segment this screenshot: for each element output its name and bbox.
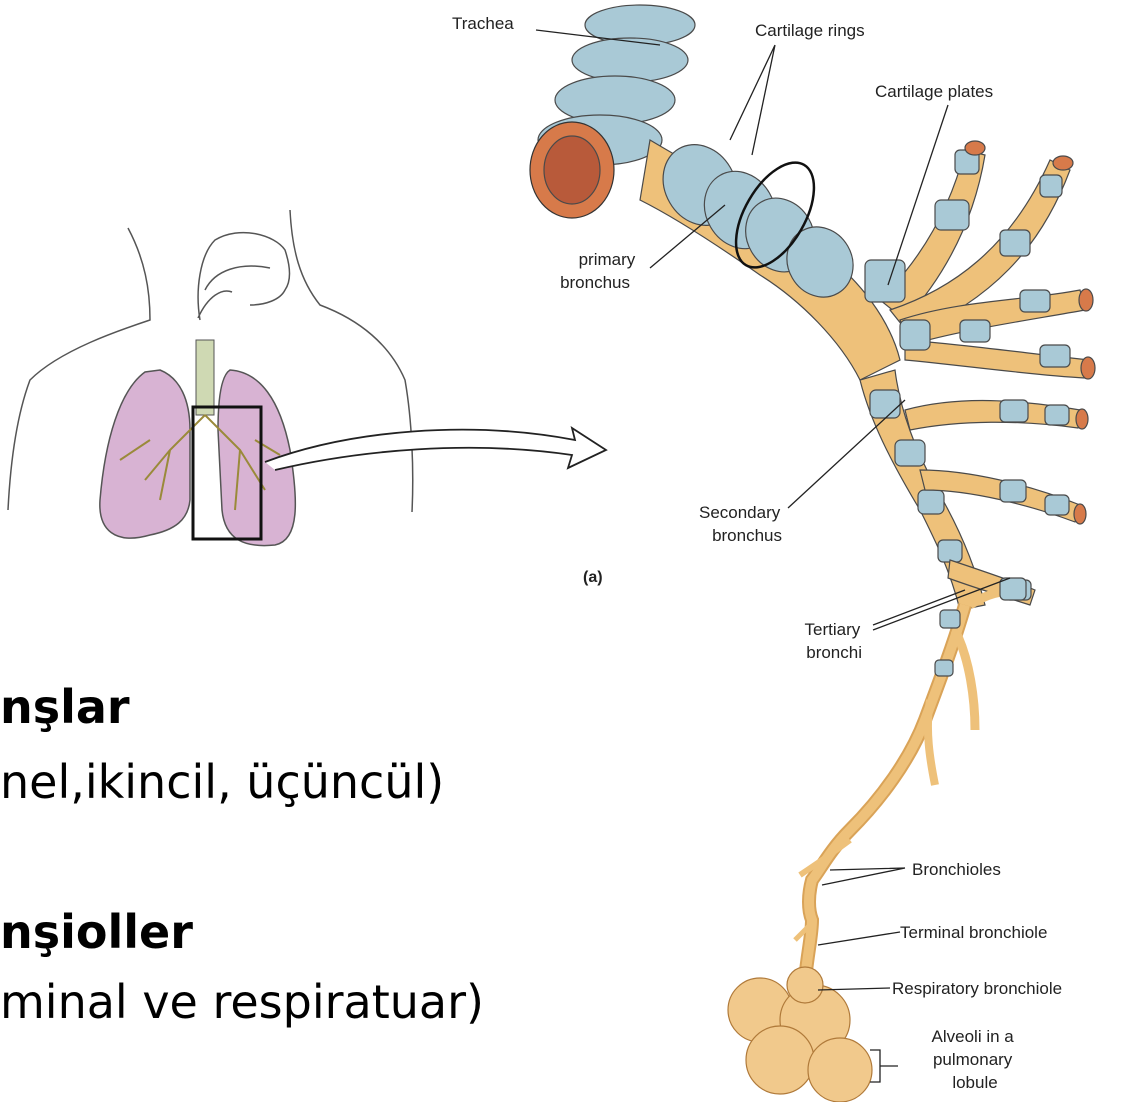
bronchiole-types: minal ve respiratuar) xyxy=(0,975,484,1029)
cartilage-plate xyxy=(918,490,944,514)
cartilage-plate xyxy=(1000,400,1028,422)
label-tertiary-bronchi: Tertiary bronchi xyxy=(805,620,865,662)
label-line: primary xyxy=(579,250,636,269)
alveolus xyxy=(787,967,823,1003)
label-line: Tertiary xyxy=(805,620,861,639)
heading-bronchioles: nşioller xyxy=(0,905,193,959)
left-lung xyxy=(100,370,190,538)
cartilage-plate xyxy=(1000,480,1026,502)
leader-line xyxy=(870,1050,898,1082)
label-line: Secondary xyxy=(699,503,781,522)
label-bronchioles: Bronchioles xyxy=(912,860,1001,879)
label-line: bronchi xyxy=(806,643,862,662)
leader-line xyxy=(818,932,900,945)
trachea-ring xyxy=(572,38,688,82)
head-outline xyxy=(198,233,289,320)
label-line: Alveoli in a xyxy=(932,1027,1015,1046)
alveolus xyxy=(746,1026,814,1094)
label-line: pulmonary xyxy=(933,1050,1013,1069)
label-line: bronchus xyxy=(712,526,782,545)
branch-opening xyxy=(1074,504,1086,524)
branch-opening xyxy=(1053,156,1073,170)
label-alveoli: Alveoli in a pulmonary lobule xyxy=(932,1027,1019,1092)
cartilage-plate xyxy=(1020,290,1050,312)
bronchi-types: nel,ikincil, üçüncül) xyxy=(0,755,444,809)
leader-line xyxy=(788,400,905,508)
label-line: bronchus xyxy=(560,273,630,292)
leader-line xyxy=(822,868,905,885)
alveolus xyxy=(808,1038,872,1102)
cartilage-plate xyxy=(900,320,930,350)
branch-opening xyxy=(965,141,985,155)
cartilage-plate xyxy=(895,440,925,466)
label-primary-bronchus: primary bronchus xyxy=(560,250,640,292)
label-terminal-bronchiole: Terminal bronchiole xyxy=(900,923,1047,942)
cartilage-plate xyxy=(1040,345,1070,367)
tertiary-plate xyxy=(1000,578,1026,600)
alveoli-cluster xyxy=(728,967,872,1102)
cartilage-plate xyxy=(960,320,990,342)
cartilage-plate xyxy=(935,200,969,230)
airway-outline xyxy=(198,266,270,318)
branch-opening xyxy=(1079,289,1093,311)
label-line: lobule xyxy=(952,1073,997,1092)
tertiary-plate xyxy=(935,660,953,676)
branch-opening xyxy=(1076,409,1088,429)
label-panel-a: (a) xyxy=(583,569,603,586)
cartilage-plate xyxy=(1045,495,1069,515)
label-respiratory-bronchiole: Respiratory bronchiole xyxy=(892,979,1062,998)
label-secondary-bronchus: Secondary bronchus xyxy=(699,503,785,545)
mini-trachea xyxy=(196,340,214,415)
cartilage-plate xyxy=(1000,230,1030,256)
tertiary-branch xyxy=(955,630,975,730)
label-cartilage-plates: Cartilage plates xyxy=(875,82,993,101)
lungs xyxy=(100,340,296,546)
tertiary-plate xyxy=(940,610,960,628)
leader-line xyxy=(730,45,775,155)
heading-bronchi: nşlar xyxy=(0,680,130,734)
cartilage-plate xyxy=(938,540,962,562)
cartilage-plate xyxy=(865,260,905,302)
label-trachea: Trachea xyxy=(452,14,514,33)
zoom-arrow xyxy=(265,428,606,470)
branch-opening xyxy=(1081,357,1095,379)
cartilage-plate xyxy=(870,390,900,418)
cartilage-plate xyxy=(1040,175,1062,197)
bronchus-lumen xyxy=(544,136,600,204)
cartilage-plate xyxy=(1045,405,1069,425)
label-cartilage-rings: Cartilage rings xyxy=(755,21,865,40)
